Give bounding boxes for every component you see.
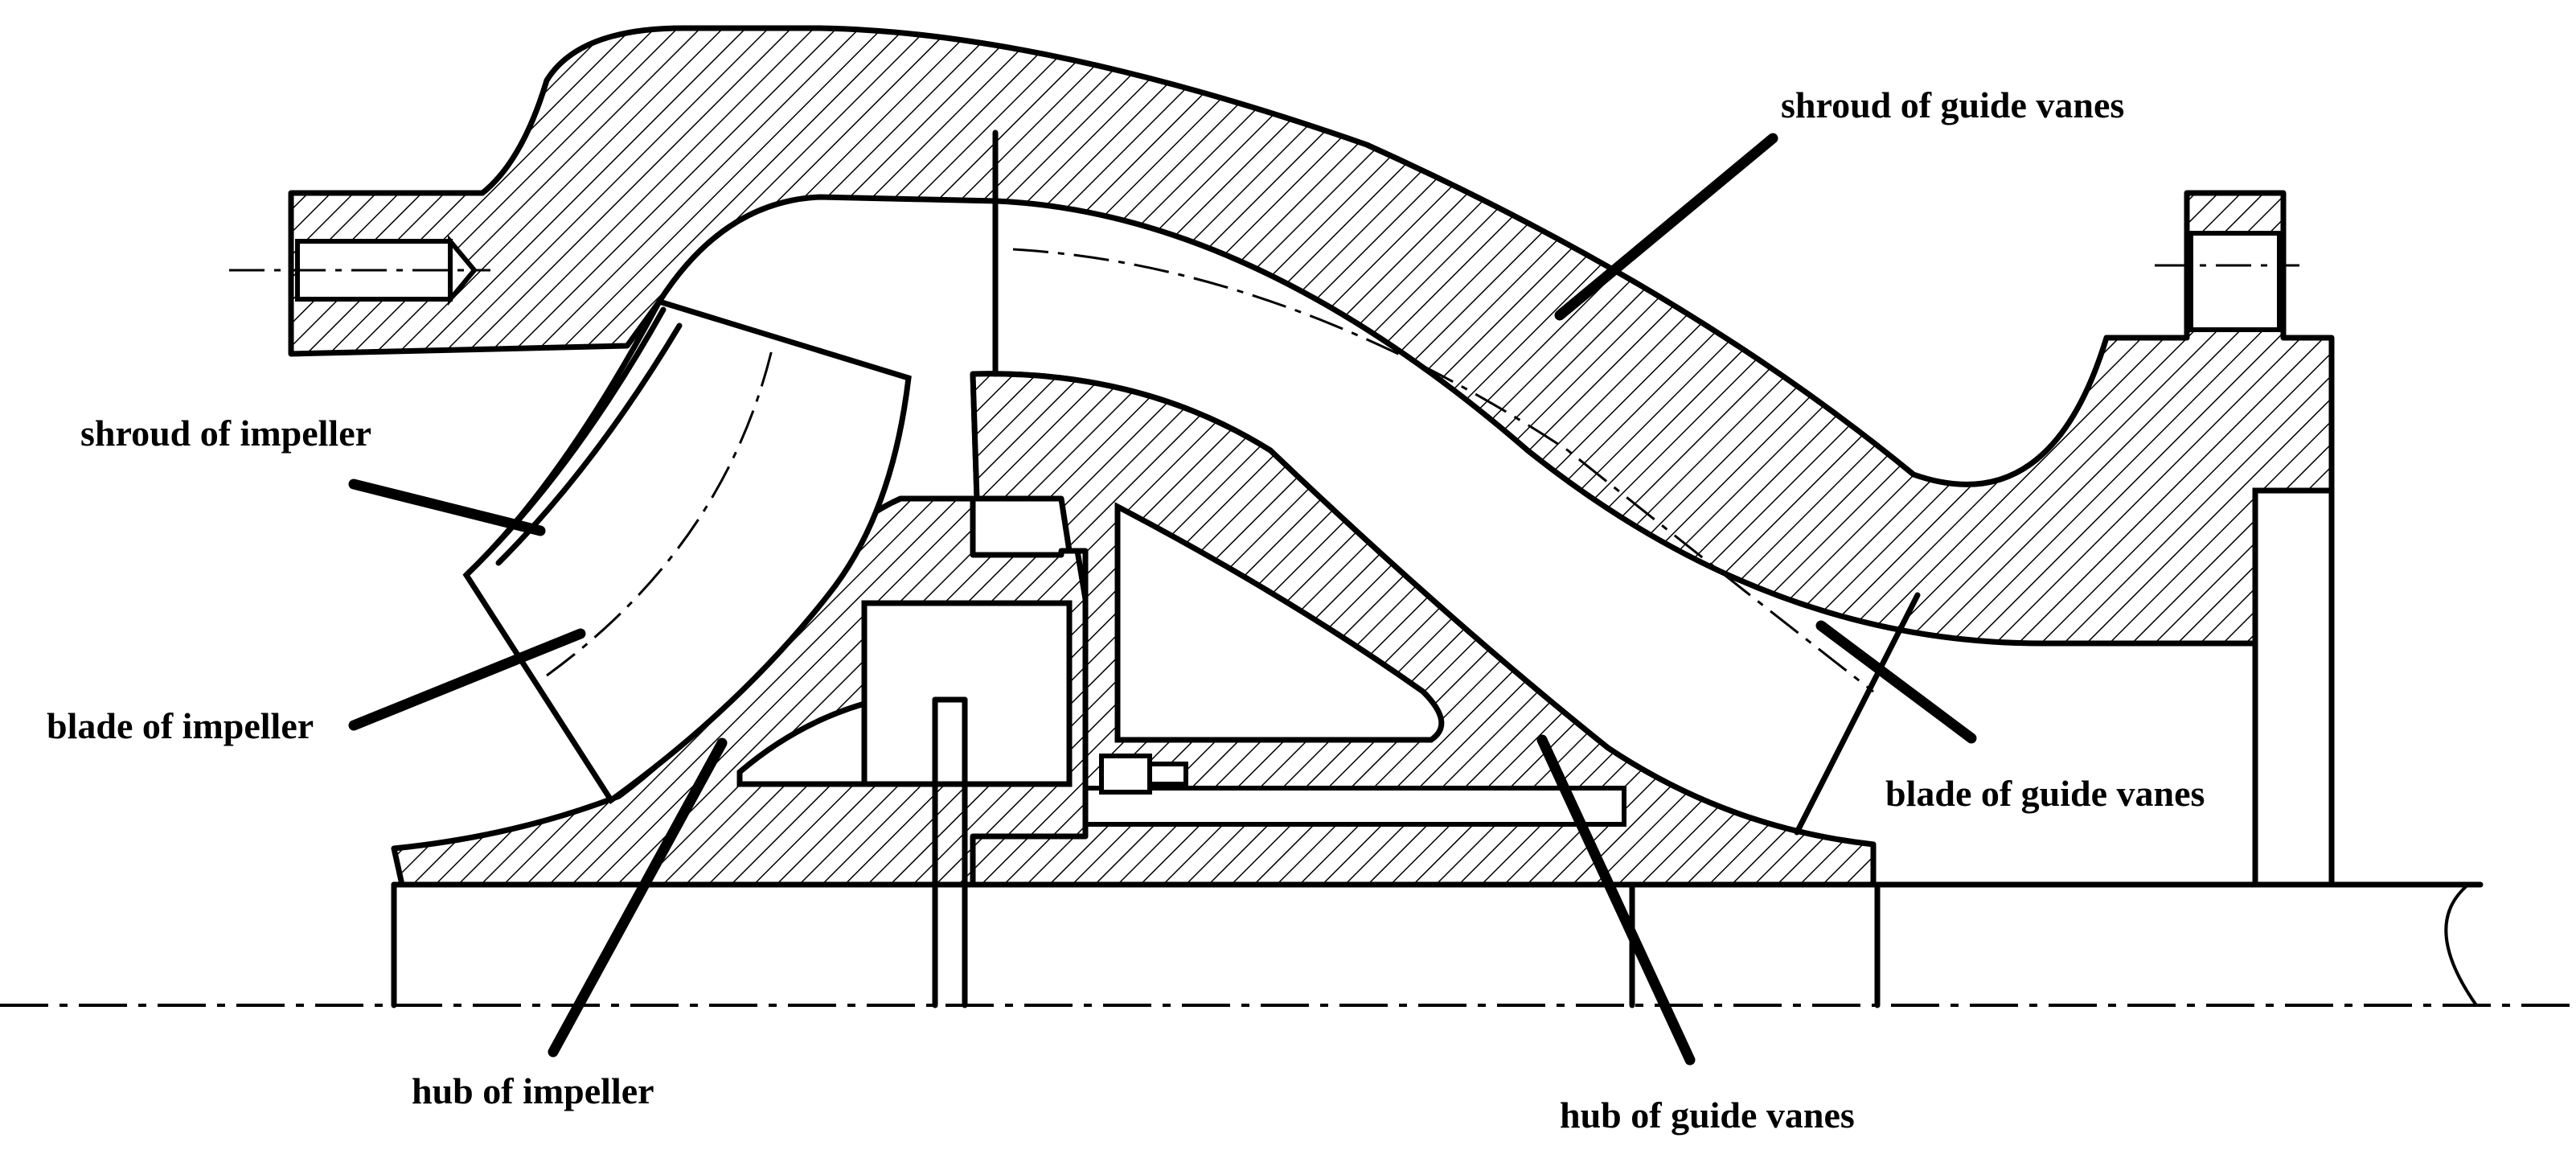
impeller-hub-groove <box>736 700 868 787</box>
label-blade-guide-vanes: blade of guide vanes <box>1885 773 2205 814</box>
tie-bar <box>1075 786 1626 827</box>
guide-vane-shroud-casing <box>288 25 2335 647</box>
bolt-head <box>1099 754 1152 795</box>
guide-vane-hub-cavity <box>1114 502 1445 743</box>
leader-hub-guide-vanes <box>1536 734 1696 1066</box>
label-hub-guide-vanes: hub of guide vanes <box>1560 1095 1855 1136</box>
impeller-midline <box>546 349 773 677</box>
label-hub-impeller: hub of impeller <box>412 1070 654 1111</box>
outlet-bolt-slot <box>2188 231 2282 332</box>
leader-blade-guide-vanes <box>1815 620 1977 744</box>
shaft-break <box>2444 883 2478 1007</box>
leader-hub-impeller <box>548 737 728 1058</box>
bolt-shank <box>1147 762 1188 787</box>
impeller-shroud-inner-arc <box>495 322 683 566</box>
guide-vane-trailing-edge <box>1794 592 1921 836</box>
guide-vane-hub-body <box>970 371 1877 888</box>
leader-shroud-impeller <box>348 478 546 536</box>
impeller-shroud-arc <box>463 306 667 578</box>
label-blade-impeller: blade of impeller <box>47 705 314 746</box>
outlet-flange-window <box>2252 487 2335 888</box>
label-shroud-impeller: shroud of impeller <box>80 413 371 454</box>
leader-blade-impeller <box>348 628 586 731</box>
guide-vane-midline <box>1012 248 1874 693</box>
label-shroud-guide-vanes: shroud of guide vanes <box>1781 84 2124 125</box>
leader-shroud-guide-vanes <box>1554 133 1778 321</box>
